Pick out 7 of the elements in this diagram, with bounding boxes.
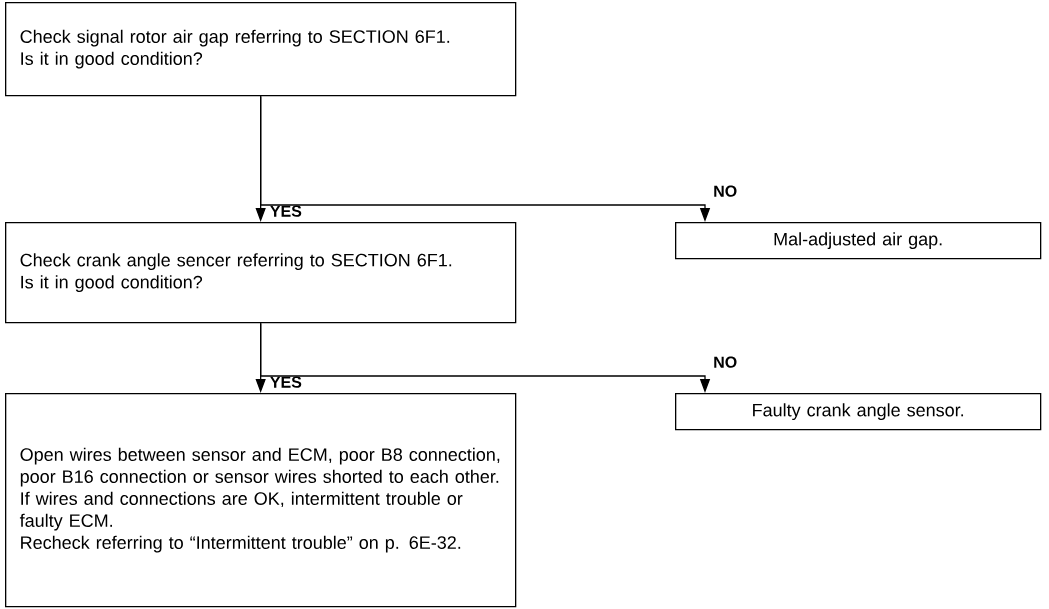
result-box: Mal-adjusted air gap.: [675, 222, 1042, 260]
result-box: Faulty crank angle sensor.: [675, 393, 1042, 431]
edge-label: NO: [712, 184, 739, 198]
question-box: Check crank angle sencer referring to SECTION 6F1. Is it in good condition?: [5, 222, 517, 324]
question-box: Check signal rotor air gap referring to SECTION 6F1. Is it in good condition?: [5, 2, 517, 97]
action-box: Open wires between sensor and ECM, poor B8 connection, poor B16 connection or sensor wires shorted to each other. If wires and connections are OK, intermittent trouble or faulty ECM. Recheck referring to “Intermittent trouble” on p. 6E-32.: [5, 393, 517, 608]
edge-label: NO: [712, 355, 739, 369]
